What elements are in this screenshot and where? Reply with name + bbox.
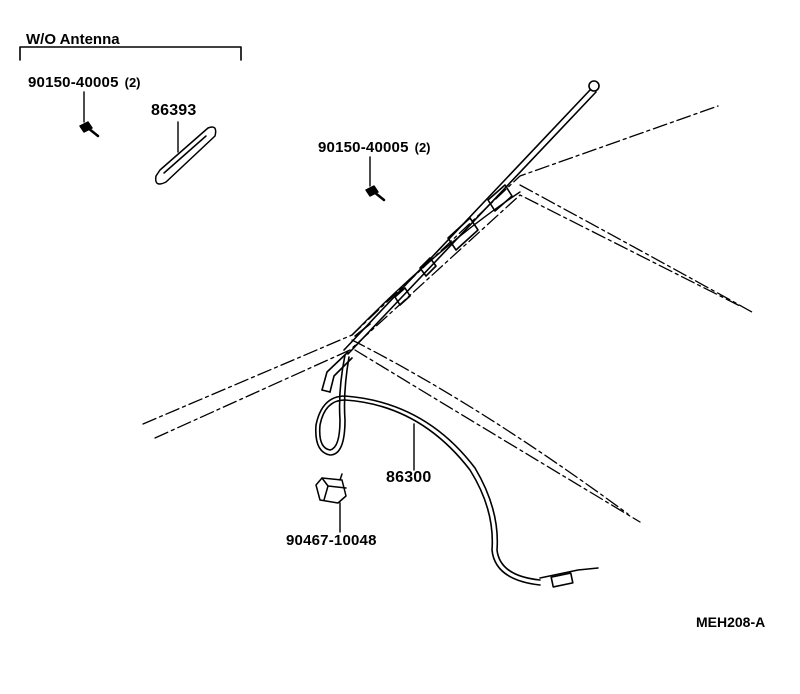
clip-part <box>315 473 347 504</box>
pillar-edge <box>351 191 521 336</box>
part-qty: (2) <box>414 140 431 155</box>
leader-lines <box>83 91 415 533</box>
part-number: 90150-40005 <box>318 139 409 156</box>
antenna-mast <box>321 80 600 393</box>
cover-plate-part <box>154 126 217 185</box>
inset-bracket <box>19 46 242 61</box>
antenna-cable-path <box>314 354 599 588</box>
screw-inset-part <box>79 121 100 138</box>
part-number: 90150-40005 <box>28 74 119 91</box>
body-outline <box>142 105 753 523</box>
callout-clip: 90467-10048 <box>286 532 377 549</box>
inset-title: W/O Antenna <box>26 31 120 48</box>
callout-antenna-cable: 86300 <box>386 469 432 486</box>
callout-cover-plate: 86393 <box>151 102 197 119</box>
callout-screw-main: 90150-40005 (2) <box>318 140 431 156</box>
callout-screw-inset: 90150-40005 (2) <box>28 75 141 91</box>
part-qty: (2) <box>124 75 141 90</box>
screw-main-part <box>365 185 386 202</box>
diagram-code: MEH208-A <box>696 614 766 630</box>
